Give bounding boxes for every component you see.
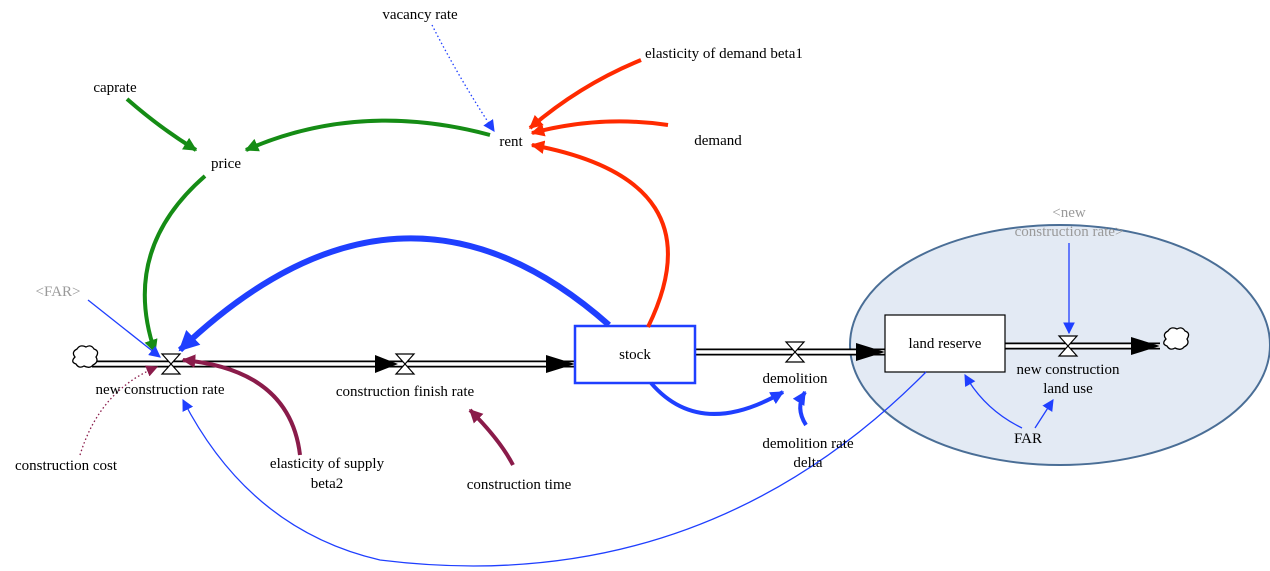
link-stock-rent [530,140,670,328]
link-demand-rent [530,119,669,137]
label-new-construction-land-use-2[interactable]: land use [1043,381,1093,397]
label-ghost-new-construction-rate-2[interactable]: construction rate> [1015,224,1124,240]
label-elasticity-of-supply-1[interactable]: elasticity of supply [270,456,385,472]
label-ghost-new-construction-rate-1[interactable]: <new [1052,205,1086,221]
label-new-construction-rate[interactable]: new construction rate [95,382,224,398]
label-demolition-rate-1[interactable]: demolition rate [762,436,854,452]
label-caprate[interactable]: caprate [93,80,137,96]
label-demolition-rate-2[interactable]: delta [793,455,822,471]
link-vacancy-rent [431,24,495,132]
label-construction-time[interactable]: construction time [467,477,572,493]
label-land-reserve[interactable]: land reserve [909,336,982,352]
label-demand[interactable]: demand [694,133,742,149]
stock-box[interactable] [573,324,697,385]
link-caprate-price [125,97,198,152]
sink-cloud-icon [1163,327,1190,350]
link-land-reserve-new-construction [182,371,927,567]
source-cloud-icon [72,345,99,368]
label-new-construction-land-use-1[interactable]: new construction [1017,362,1120,378]
link-ghost-far-new-construction [87,299,161,358]
link-construction-time-finish-rate [468,408,515,466]
link-stock-new-construction [177,235,611,353]
label-stock[interactable]: stock [619,347,651,363]
flow-arrowhead [856,343,885,361]
link-elasticity-demand-rent [528,58,642,130]
link-price-new-construction [142,174,207,354]
valve-new-construction-rate [160,353,182,375]
label-demolition[interactable]: demolition [763,371,828,387]
link-delta-demolition [792,390,808,427]
valve-new-construction-land-use [1057,335,1079,357]
flow-arrowhead [1131,337,1160,355]
valve-demolition [784,341,806,363]
flow-arrowhead [546,355,575,373]
label-construction-cost[interactable]: construction cost [15,458,118,474]
label-price[interactable]: price [211,156,241,172]
label-vacancy-rate[interactable]: vacancy rate [382,7,458,23]
label-elasticity-of-demand[interactable]: elasticity of demand beta1 [645,46,803,62]
land-reserve-box[interactable] [884,314,1006,373]
link-elasticity-supply-new-construction [181,354,302,456]
link-far-land-use [1034,399,1054,429]
link-rent-price [244,118,491,152]
label-ghost-far[interactable]: <FAR> [36,284,81,300]
label-far[interactable]: FAR [1014,431,1042,447]
link-far-land-reserve [964,373,1023,429]
flow-arrowhead [375,355,398,373]
label-rent[interactable]: rent [499,134,523,150]
label-elasticity-of-supply-2[interactable]: beta2 [311,476,343,492]
link-construction-cost-new-construction [79,365,159,456]
link-stock-demolition [649,381,785,416]
valve-construction-finish-rate [394,353,416,375]
label-construction-finish-rate[interactable]: construction finish rate [336,384,475,400]
